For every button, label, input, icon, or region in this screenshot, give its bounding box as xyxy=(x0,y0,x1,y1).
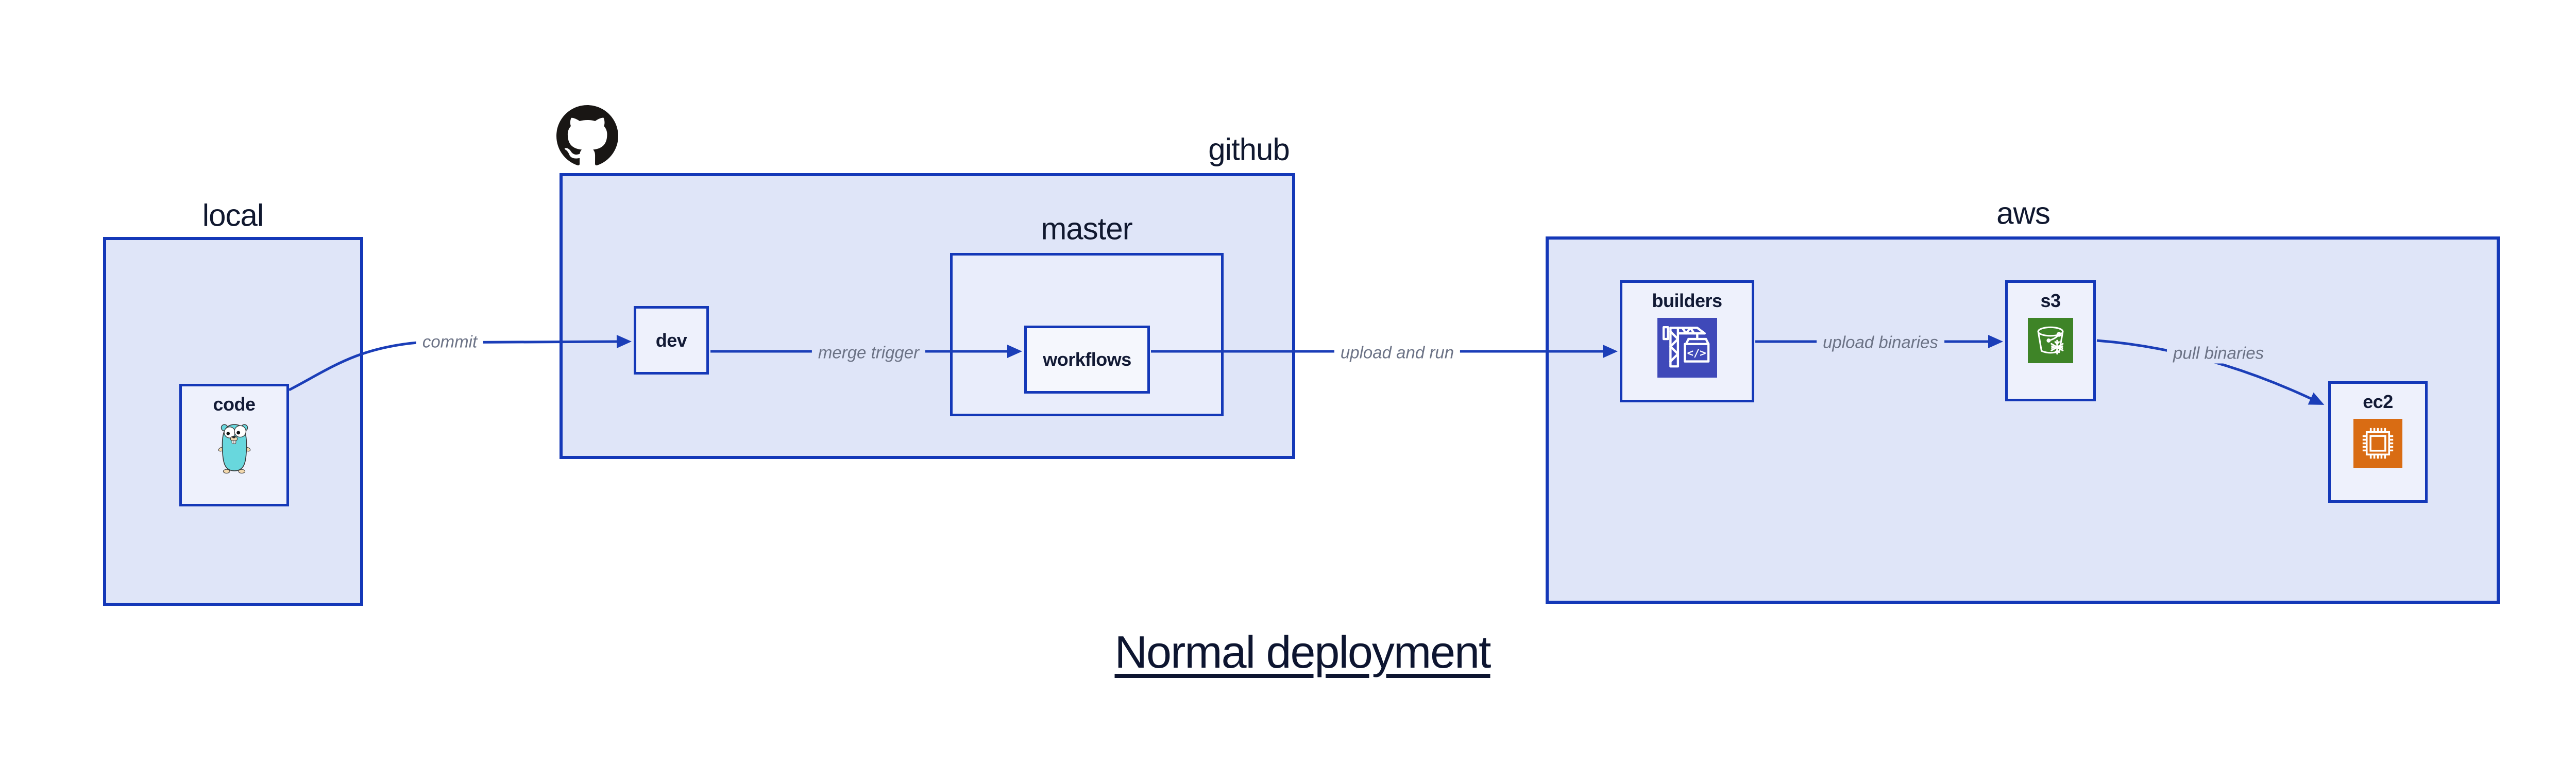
node-workflows: workflows xyxy=(1024,326,1150,394)
node-label-workflows: workflows xyxy=(1043,349,1131,370)
group-label-master: master xyxy=(1041,211,1132,246)
codebuild-code-glyph: </> xyxy=(1687,347,1706,359)
node-s3: s3 xyxy=(2005,280,2096,401)
group-label-github: github xyxy=(1208,132,1290,167)
go-gopher-icon xyxy=(217,421,251,477)
aws-ec2-chip-icon xyxy=(2353,419,2403,470)
github-octocat-logo xyxy=(556,105,618,167)
node-label-code: code xyxy=(213,394,256,415)
node-label-builders: builders xyxy=(1652,290,1722,311)
node-code: code xyxy=(179,384,289,506)
node-builders: builders </> xyxy=(1620,280,1754,402)
aws-s3-bucket-icon xyxy=(2027,318,2074,366)
node-label-dev: dev xyxy=(655,329,687,351)
aws-codebuild-crane-icon: </> xyxy=(1657,318,1718,380)
node-ec2: ec2 xyxy=(2328,381,2428,503)
edge-label-upload-and-run: upload and run xyxy=(1334,342,1461,363)
group-label-aws: aws xyxy=(1996,196,2050,231)
edge-label-merge-trigger: merge trigger xyxy=(811,342,926,363)
edge-label-upload-binaries: upload binaries xyxy=(1817,331,1944,353)
node-label-s3: s3 xyxy=(2040,290,2061,311)
group-label-local: local xyxy=(202,198,264,233)
diagram-title: Normal deployment xyxy=(1114,626,1492,677)
node-label-ec2: ec2 xyxy=(2363,391,2393,412)
edge-label-pull-binaries: pull binaries xyxy=(2166,342,2270,364)
edge-label-commit: commit xyxy=(416,331,484,352)
node-dev: dev xyxy=(634,306,709,375)
